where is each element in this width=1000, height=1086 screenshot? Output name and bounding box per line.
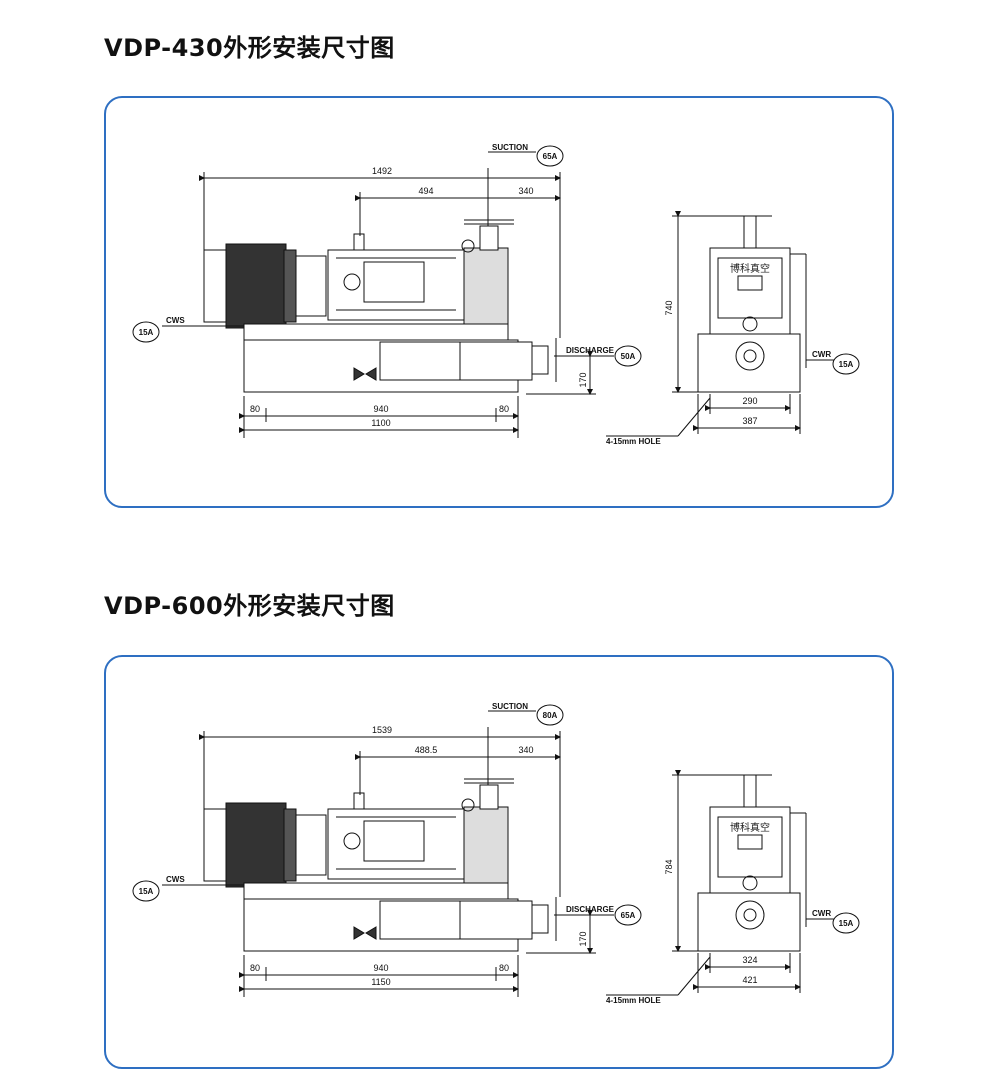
silencer — [379, 341, 533, 381]
discharge-size: 65A — [621, 911, 636, 920]
cws-label: CWS — [166, 316, 185, 325]
dim-discharge-offset: 340 — [518, 745, 533, 755]
dim-overall-length: 1492 — [372, 166, 392, 176]
suction-pipe — [464, 219, 514, 251]
cwr-label: CWR — [812, 909, 831, 918]
suction-size: 65A — [543, 152, 558, 161]
cwr-size: 15A — [839, 919, 854, 928]
dim-discharge-height: 170 — [578, 931, 588, 946]
brand-label: 博科真空 — [730, 262, 770, 275]
drawing-title: VDP-600外形安装尺寸图 — [104, 592, 395, 620]
dim-overall-length: 1539 — [372, 725, 392, 735]
cwr-size: 15A — [839, 360, 854, 369]
dim-hole-spacing: 290 — [742, 396, 757, 406]
dim-discharge-height: 170 — [578, 372, 588, 387]
pump-frame — [243, 323, 509, 341]
dim-base-right: 80 — [499, 404, 509, 414]
cws-size: 15A — [139, 887, 154, 896]
cws-size: 15A — [139, 328, 154, 337]
dim-hole-spacing: 324 — [742, 955, 757, 965]
discharge-label: DISCHARGE — [566, 905, 615, 914]
dim-base-width: 421 — [742, 975, 757, 985]
dim-height: 740 — [664, 300, 674, 315]
end-view — [606, 770, 834, 996]
dim-base-left: 80 — [250, 404, 260, 414]
suction-pipe — [464, 778, 514, 810]
brand-label: 博科真空 — [730, 821, 770, 834]
end-view — [606, 211, 834, 437]
pump-body — [327, 792, 509, 884]
cwr-label: CWR — [812, 350, 831, 359]
dim-suction-offset: 488.5 — [415, 745, 438, 755]
dim-base-right: 80 — [499, 963, 509, 973]
dim-base-mid: 940 — [373, 963, 388, 973]
cws-label: CWS — [166, 875, 185, 884]
technical-drawing: 1492 494 340 80 940 80 1100 170 740 290 … — [132, 143, 860, 446]
pump-frame — [243, 882, 509, 900]
dim-suction-offset: 494 — [418, 186, 433, 196]
hole-label: 4-15mm HOLE — [606, 996, 661, 1005]
dim-base-mid: 940 — [373, 404, 388, 414]
drawing-panel: 1539 488.5 340 80 940 80 1150 170 784 32… — [104, 655, 894, 1069]
dim-discharge-offset: 340 — [518, 186, 533, 196]
suction-label: SUCTION — [492, 143, 528, 152]
dim-height: 784 — [664, 859, 674, 874]
silencer — [379, 900, 533, 940]
discharge-label: DISCHARGE — [566, 346, 615, 355]
dim-base-total: 1100 — [371, 418, 390, 428]
dim-base-width: 387 — [742, 416, 757, 426]
suction-label: SUCTION — [492, 702, 528, 711]
drawing-panel: 1492 494 340 80 940 80 1100 170 740 290 … — [104, 96, 894, 508]
motor — [203, 802, 327, 888]
suction-size: 80A — [543, 711, 558, 720]
dim-base-total: 1150 — [371, 977, 390, 987]
motor — [203, 243, 327, 329]
technical-drawing: 1539 488.5 340 80 940 80 1150 170 784 32… — [132, 702, 860, 1005]
dim-base-left: 80 — [250, 963, 260, 973]
drawing-title: VDP-430外形安装尺寸图 — [104, 34, 395, 62]
hole-label: 4-15mm HOLE — [606, 437, 661, 446]
discharge-size: 50A — [621, 352, 636, 361]
